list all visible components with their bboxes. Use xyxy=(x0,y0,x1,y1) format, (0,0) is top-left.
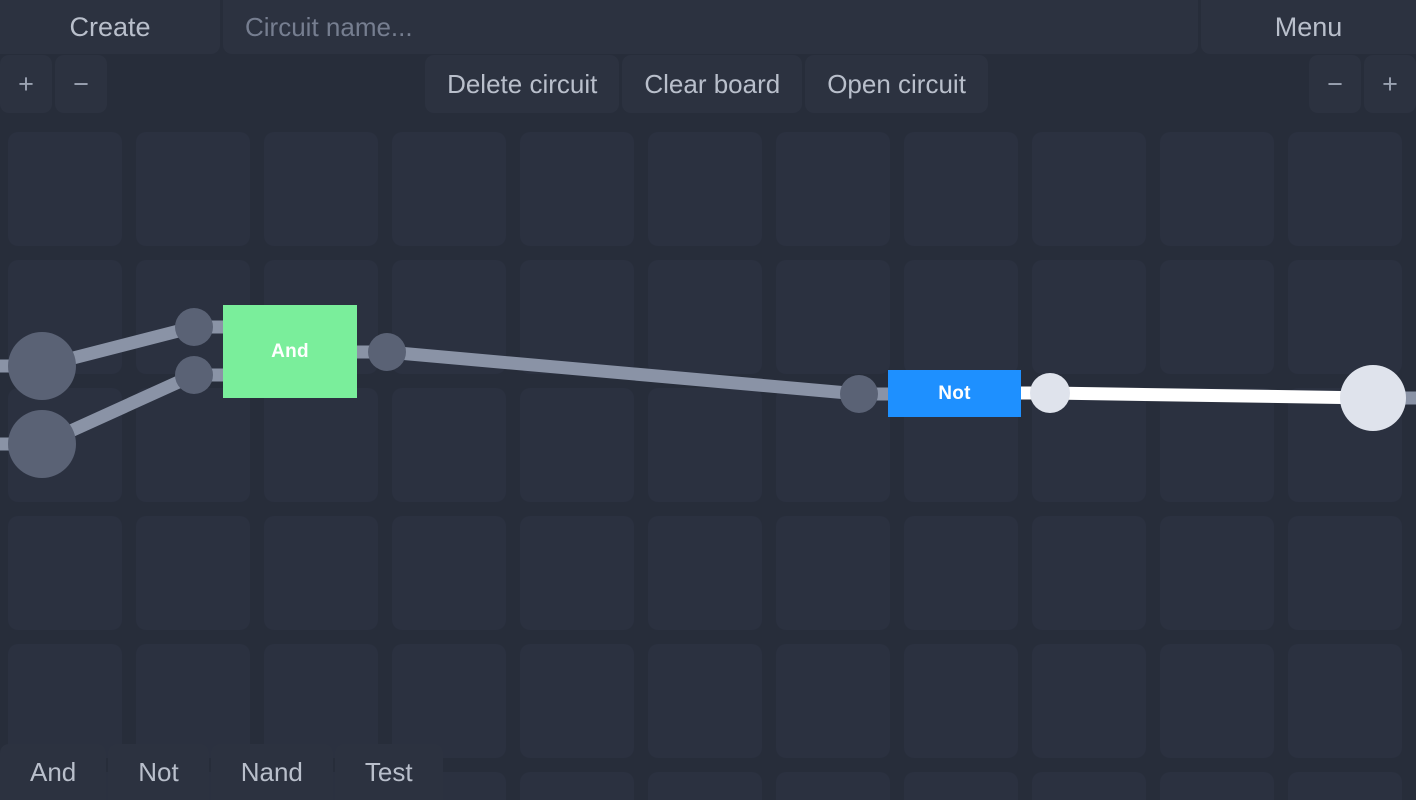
grid-cell xyxy=(904,516,1018,630)
grid-cell xyxy=(392,516,506,630)
tool-bar-spacer-right xyxy=(991,55,1309,115)
menu-button[interactable]: Menu xyxy=(1201,0,1416,54)
grid-cell xyxy=(1288,644,1402,758)
create-button[interactable]: Create xyxy=(0,0,220,54)
grid-cell xyxy=(520,388,634,502)
grid-cell xyxy=(1160,388,1274,502)
zoom-in-button[interactable]: + xyxy=(0,55,52,113)
grid-cell xyxy=(776,132,890,246)
grid-cell xyxy=(904,772,1018,800)
grid-cell xyxy=(776,260,890,374)
and-gate-label: And xyxy=(271,340,309,362)
palette-and[interactable]: And xyxy=(0,744,107,800)
grid-cell xyxy=(648,772,762,800)
grid-cell xyxy=(392,388,506,502)
grid-cell xyxy=(520,132,634,246)
output-node[interactable] xyxy=(1340,365,1406,431)
grid-cell xyxy=(1032,260,1146,374)
not-output-pin[interactable] xyxy=(1030,373,1070,413)
grid-cell xyxy=(1288,516,1402,630)
grid-cell xyxy=(520,516,634,630)
grid-cell xyxy=(520,644,634,758)
and-output-pin[interactable] xyxy=(368,333,406,371)
grid-cell xyxy=(1288,260,1402,374)
delete-circuit-button[interactable]: Delete circuit xyxy=(425,55,620,113)
zoom-out-button[interactable]: − xyxy=(55,55,107,113)
grid-cell xyxy=(264,388,378,502)
top-bar: Create Menu xyxy=(0,0,1416,54)
grid-cell xyxy=(648,260,762,374)
grid-cell xyxy=(136,516,250,630)
grid-cell xyxy=(1160,644,1274,758)
grid-cell xyxy=(392,132,506,246)
and-input-pin-1[interactable] xyxy=(175,308,213,346)
grid-cell xyxy=(648,388,762,502)
grid-cell xyxy=(136,388,250,502)
grid-cell xyxy=(1160,260,1274,374)
clear-board-button[interactable]: Clear board xyxy=(622,55,803,113)
grid-cell xyxy=(904,132,1018,246)
grid-cell xyxy=(8,132,122,246)
open-circuit-button[interactable]: Open circuit xyxy=(805,55,988,113)
grid-cell xyxy=(1160,132,1274,246)
grid-cell xyxy=(8,644,122,758)
palette-nand[interactable]: Nand xyxy=(210,744,333,800)
circuit-name-input[interactable] xyxy=(223,0,1198,54)
grid-cell xyxy=(776,644,890,758)
grid-cell xyxy=(1160,516,1274,630)
grid-cell xyxy=(520,260,634,374)
and-input-pin-2[interactable] xyxy=(175,356,213,394)
grid-cell xyxy=(776,516,890,630)
palette-test[interactable]: Test xyxy=(334,744,443,800)
and-gate[interactable]: And xyxy=(223,305,357,398)
grid-cell xyxy=(1288,772,1402,800)
grid-cell xyxy=(904,260,1018,374)
grid-cell xyxy=(264,644,378,758)
grid-cell xyxy=(1160,772,1274,800)
grid-cell xyxy=(392,260,506,374)
tool-bar-right-group: −+ xyxy=(1309,55,1416,115)
not-gate[interactable]: Not xyxy=(888,370,1021,417)
grid-cell xyxy=(904,644,1018,758)
grid-cell xyxy=(392,644,506,758)
grid-cell xyxy=(136,644,250,758)
grid-cell xyxy=(776,772,890,800)
palette-not[interactable]: Not xyxy=(108,744,209,800)
grid-cell xyxy=(1032,516,1146,630)
tool-bar-left-group: +− xyxy=(0,55,107,115)
not-gate-label: Not xyxy=(938,382,971,404)
grid-cell xyxy=(264,132,378,246)
grid-cell xyxy=(1032,132,1146,246)
scale-up-button[interactable]: + xyxy=(1364,55,1416,113)
grid-cell xyxy=(648,644,762,758)
source-node-a[interactable] xyxy=(8,332,76,400)
grid-cell xyxy=(8,516,122,630)
not-input-pin[interactable] xyxy=(840,375,878,413)
grid-cell xyxy=(264,516,378,630)
grid-cell xyxy=(648,132,762,246)
grid-cell xyxy=(520,772,634,800)
scale-down-button[interactable]: − xyxy=(1309,55,1361,113)
grid-cell xyxy=(648,516,762,630)
grid-cell xyxy=(1288,132,1402,246)
tool-bar-spacer-left xyxy=(107,55,425,115)
source-node-b[interactable] xyxy=(8,410,76,478)
grid-cell xyxy=(1032,772,1146,800)
grid-cell xyxy=(136,132,250,246)
grid-cell xyxy=(1032,644,1146,758)
